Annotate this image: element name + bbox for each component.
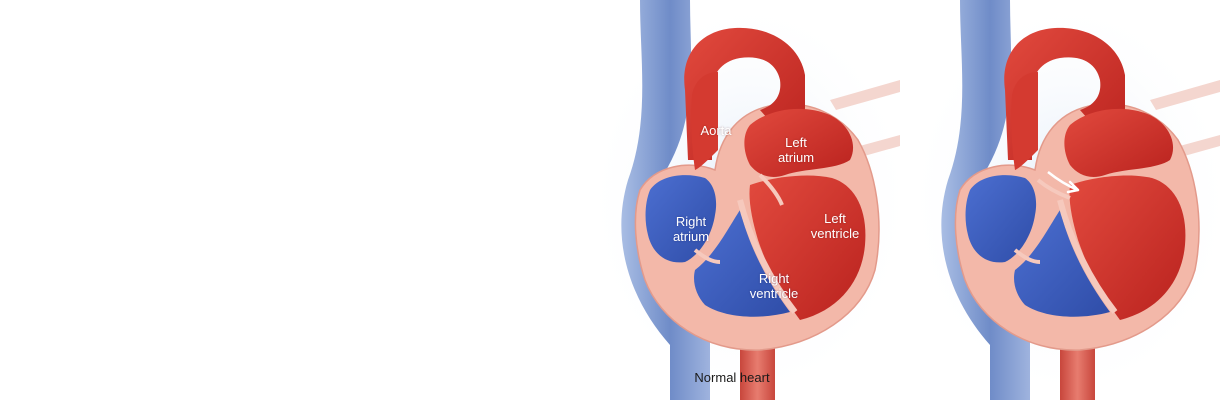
left-atrium-chamber [744, 108, 854, 177]
normal-heart [600, 0, 900, 400]
aortic-arch [684, 27, 805, 160]
second-septum [1057, 199, 1118, 314]
second-right-atrium-chamber [965, 175, 1037, 263]
second-tricuspid-valve [1013, 248, 1041, 264]
right-atrium-chamber [645, 175, 717, 263]
second-valve [1036, 178, 1071, 200]
heart-illustrations [600, 0, 1230, 400]
tricuspid-valve [693, 248, 721, 264]
label-left-atrium: Left atrium [777, 135, 815, 165]
aorta-trunk [691, 72, 718, 170]
pulmonary-vein-1 [830, 80, 900, 110]
second-aortic-arch [1004, 27, 1125, 160]
right-ventricle-chamber [694, 210, 790, 317]
label-aorta: Aorta [700, 123, 732, 138]
label-right-ventricle: Right ventricle [749, 271, 799, 301]
second-left-atrium-chamber [1064, 108, 1174, 177]
flow-arrow-head [1066, 180, 1080, 194]
heart-illustrations-svg [600, 0, 1220, 400]
label-right-atrium: Right atrium [672, 214, 710, 244]
septum [737, 199, 798, 314]
second-heart [920, 0, 1220, 400]
label-left-ventricle: Left ventricle [810, 211, 860, 241]
caption-normal-heart: Normal heart [694, 370, 770, 385]
second-right-ventricle-chamber [1014, 210, 1110, 317]
second-pulmonary-vein-1 [1150, 80, 1220, 110]
mitral-valve [758, 173, 784, 206]
second-aorta-trunk [1011, 72, 1038, 170]
